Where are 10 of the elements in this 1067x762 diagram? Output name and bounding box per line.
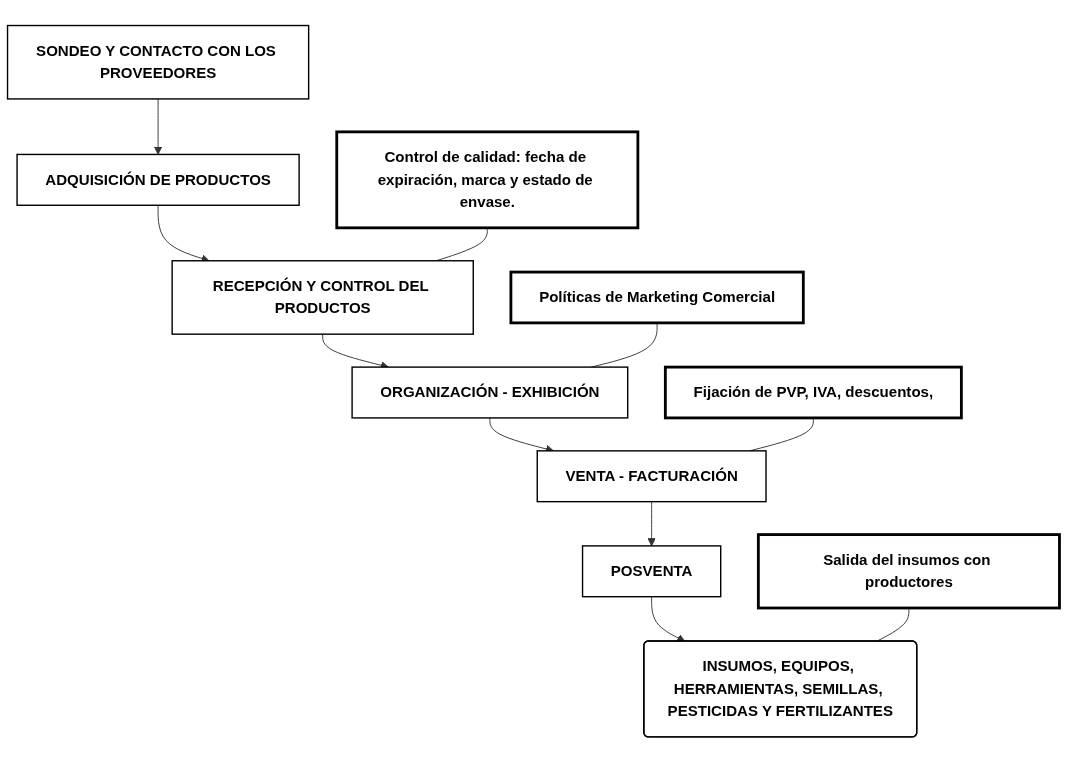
node-box: SONDEO Y CONTACTO CON LOS PROVEEDORES bbox=[6, 24, 310, 100]
node-box: ADQUISICIÓN DE PRODUCTOS bbox=[16, 153, 300, 206]
node-box: Políticas de Marketing Comercial bbox=[509, 270, 805, 325]
node-box: RECEPCIÓN Y CONTROL DEL PRODUCTOS bbox=[171, 259, 474, 335]
node-box: Salida del insumos con productores bbox=[756, 532, 1061, 610]
node-box: ORGANIZACIÓN - EXHIBICIÓN bbox=[351, 366, 629, 419]
node-box: POSVENTA bbox=[581, 544, 722, 598]
node-box: Fijación de PVP, IVA, descuentos, bbox=[663, 365, 963, 420]
node-box: Control de calidad: fecha de expiración, marca y estado de envase. bbox=[335, 130, 640, 230]
node-box: VENTA - FACTURACIÓN bbox=[536, 449, 767, 503]
